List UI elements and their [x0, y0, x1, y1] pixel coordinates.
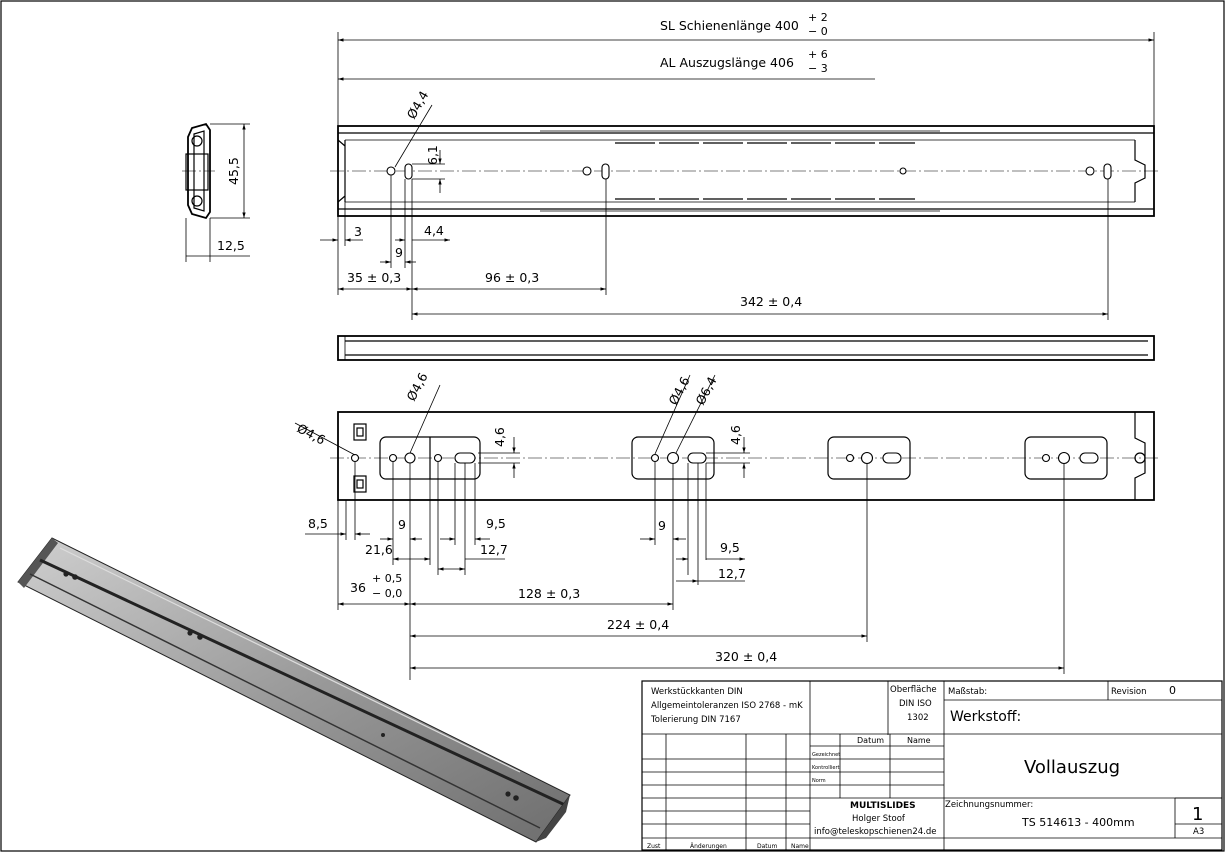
bottom-view-dimensions: Ø4,6 Ø4,6 Ø4,6 Ø6,4 4,6 4,6 8,5 9	[295, 370, 1065, 680]
top-dim-342: 342 ± 0,4	[740, 294, 802, 309]
rail-length-label: SL Schienenlänge 400	[660, 18, 799, 33]
bottom-dim-9-5a: 9,5	[486, 516, 506, 531]
top-slot-height: 6,1	[425, 145, 440, 165]
extension-length-tol-upper: + 6	[808, 48, 828, 61]
note-tolerances: Allgemeintoleranzen ISO 2768 - mK	[651, 701, 803, 711]
rail-length-tol-lower: − 0	[808, 25, 828, 38]
company-name: MULTISLIDES	[850, 801, 916, 811]
top-view-rail	[330, 125, 1160, 217]
bottom-view-rail	[330, 411, 1160, 501]
top-dim-4-4: 4,4	[424, 223, 444, 238]
bottom-dim-36: 36	[350, 580, 366, 595]
bottom-dim-12-7a: 12,7	[480, 542, 508, 557]
height-dimension: 45,5	[226, 157, 241, 185]
contact-email: info@teleskopschienen24.de	[814, 827, 936, 837]
bottom-dim-9a: 9	[398, 517, 406, 532]
note-tolerancing: Tolerierung DIN 7167	[650, 715, 741, 725]
revision-value: 0	[1169, 684, 1176, 697]
bottom-dim-8-5: 8,5	[308, 516, 328, 531]
row-norm: Norm	[812, 778, 826, 784]
bottom-slot-height-1: 4,6	[492, 427, 507, 447]
extension-length-tol-lower: − 3	[808, 62, 828, 75]
width-dimension: 12,5	[217, 238, 245, 253]
end-view: 45,5 12,5	[182, 122, 250, 262]
middle-view-rail	[337, 335, 1155, 361]
drawing-number-label: Zeichnungsnummer:	[945, 800, 1033, 810]
bottom-dim-9-5b: 9,5	[720, 540, 740, 555]
bottom-dim-224: 224 ± 0,4	[607, 617, 669, 632]
col-name: Name	[907, 736, 931, 745]
bottom-dim-36-tol-upper: + 0,5	[372, 572, 402, 585]
bottom-dim-128: 128 ± 0,3	[518, 586, 580, 601]
top-view-dimensions: Ø4,4 6,1 3 9 4,4 35 ± 0,3 96 ± 0,3 342 ±…	[320, 88, 1109, 320]
row-checked: Kontrolliert	[812, 765, 840, 771]
isometric-rail-illustration	[17, 537, 571, 843]
bottom-dim-36-tol-lower: − 0,0	[372, 587, 402, 600]
drawing-number: TS 514613 - 400mm	[1021, 816, 1135, 829]
footer-name: Name	[791, 843, 809, 850]
drawing-title: Vollauszug	[1024, 757, 1120, 778]
top-hole-diameter: Ø4,4	[404, 88, 432, 121]
top-dim-96: 96 ± 0,3	[485, 270, 539, 285]
sheet-format: A3	[1193, 827, 1204, 837]
surface-number: 1302	[907, 713, 929, 723]
bottom-dim-320: 320 ± 0,4	[715, 649, 777, 664]
top-dim-35: 35 ± 0,3	[347, 270, 401, 285]
top-dim-3: 3	[354, 224, 362, 239]
material-label: Werkstoff:	[950, 709, 1021, 725]
extension-length-label: AL Auszugslänge 406	[660, 55, 794, 70]
overall-dimensions: SL Schienenlänge 400 + 2 − 0 AL Auszugsl…	[337, 11, 1155, 130]
rail-length-tol-upper: + 2	[808, 11, 828, 24]
top-dim-9: 9	[395, 245, 403, 260]
bottom-dim-21-6: 21,6	[365, 542, 393, 557]
person-name: Holger Stoof	[852, 814, 906, 824]
surface-label: Oberfläche	[890, 685, 937, 695]
revision-label: Revision	[1111, 687, 1147, 697]
scale-label: Maßstab:	[948, 687, 987, 697]
bottom-hole-diameter-3: Ø6,4	[692, 374, 719, 407]
bottom-dim-9b: 9	[658, 518, 666, 533]
footer-date: Datum	[757, 843, 777, 850]
bottom-slot-height-2: 4,6	[728, 425, 743, 445]
bottom-hole-diameter-1: Ø4,6	[403, 370, 430, 403]
col-datum: Datum	[857, 736, 884, 745]
surface-standard: DIN ISO	[899, 699, 932, 709]
footer-changes: Änderungen	[690, 843, 727, 850]
bottom-hole-diameter-2: Ø4,6	[665, 374, 692, 407]
sheet-number: 1	[1192, 804, 1203, 825]
footer-state: Zust	[647, 843, 661, 850]
title-block: Werkstückkanten DIN Allgemeintoleranzen …	[641, 680, 1223, 851]
bottom-left-hole-diameter: Ø4,6	[295, 420, 328, 447]
bottom-dim-12-7b: 12,7	[718, 566, 746, 581]
note-edges: Werkstückkanten DIN	[651, 687, 743, 697]
row-drawn: Gezeichnet	[812, 752, 840, 758]
